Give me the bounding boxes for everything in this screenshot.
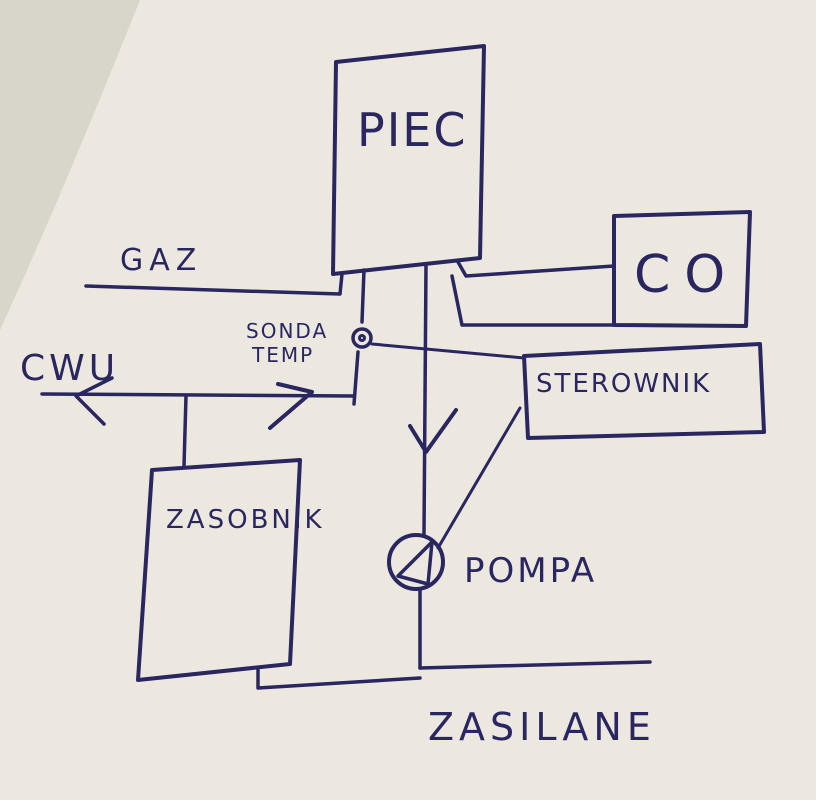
dhw-main-pipe (40, 392, 356, 398)
boiler-label: PIEC (357, 103, 468, 157)
gas-line (84, 272, 344, 296)
tank-label: ZASOBNIK (166, 505, 325, 535)
co-box (612, 210, 752, 328)
temperature-sensor-symbol (351, 327, 373, 349)
sensor-label-line1: SONDA (246, 319, 328, 343)
supply-line (418, 660, 652, 670)
pump-signal-line (436, 406, 522, 550)
paper-shadow (0, 0, 140, 330)
gas-label: GAZ (120, 243, 202, 278)
pump-impeller-icon (396, 540, 434, 586)
supply-label: ZASILANE (428, 705, 656, 749)
diagram-labels: PIEC CO GAZ SONDA TEMP CWU STEROWNIK ZAS… (20, 103, 739, 749)
central-pipe (422, 262, 428, 536)
tank-feed-pipe (182, 394, 188, 468)
tank-return-pipe (256, 666, 422, 690)
dhw-pipe-from-boiler (360, 268, 366, 324)
pump-icon (387, 533, 445, 591)
temperature-sensor-dot (358, 334, 366, 342)
co-supply-pipe (456, 260, 616, 278)
check-valve-icon (268, 382, 314, 430)
sensor-label-line2: TEMP (251, 343, 314, 367)
controller-box (522, 342, 766, 440)
dhw-arrow-icon (74, 376, 114, 426)
boiler-box (331, 44, 486, 276)
controller-label: STEROWNIK (536, 369, 711, 399)
ink-strokes (40, 44, 766, 690)
pump-label: POMPA (464, 551, 597, 591)
sensor-signal-line (370, 342, 526, 360)
co-label: CO (634, 245, 739, 305)
tank-box (136, 458, 302, 682)
dhw-label: CWU (20, 348, 119, 389)
co-return-pipe (450, 274, 616, 327)
flow-direction-icon (408, 408, 458, 454)
